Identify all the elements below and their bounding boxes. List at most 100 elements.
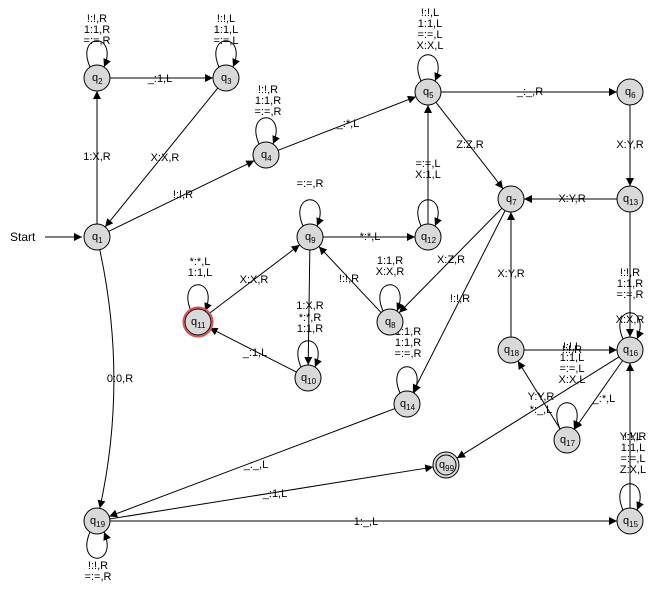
transition-q8-to-q8-loop (379, 284, 404, 312)
transition-label-line: 1:1,R (395, 337, 421, 349)
transition-label-line: =:=,R (297, 178, 324, 190)
state-letter: q (92, 231, 98, 243)
transition-q15-to-q16-label: Y:Y,R (620, 431, 647, 443)
transition-label-line: *:*,L (360, 231, 381, 243)
state-circle (296, 223, 324, 251)
transition-label-line: X:Y,R (616, 139, 643, 151)
state-circle (616, 78, 644, 106)
transition-label-line: _:_,L (243, 459, 268, 471)
state-subscript: 1 (98, 236, 103, 245)
state-label: q4 (261, 149, 272, 163)
state-subscript: 14 (406, 403, 415, 412)
state-label: q5 (423, 86, 434, 100)
transition-label-line: _:_,R (516, 86, 543, 98)
transition-label-line: !:!,L (563, 341, 581, 353)
transition-q1-to-q4-arrow (108, 160, 255, 232)
transition-label-line: !:!,R (339, 273, 359, 285)
state-circle (432, 451, 460, 479)
transition-label-line: X:X,L (559, 374, 586, 386)
state-subscript: 2 (98, 77, 103, 86)
state-subscript: 4 (267, 154, 272, 163)
state-subscript: 12 (427, 236, 436, 245)
state-label: q9 (305, 231, 316, 245)
transition-q17-to-q18-arrow (517, 360, 561, 430)
state-label: q7 (506, 193, 517, 207)
transition-label-line: 0:0,R (107, 373, 133, 385)
state-label: q2 (92, 72, 103, 86)
transition-q11-to-q9-label: X:X,R (240, 274, 269, 286)
transition-q7-to-q8-label: X:Z,R (437, 254, 465, 266)
transition-q10-to-q10-loop (297, 340, 322, 368)
state-q10: q10 (294, 364, 322, 392)
state-circle (616, 507, 644, 535)
transition-label-line: _:1,L (242, 347, 267, 359)
state-subscript: 17 (566, 439, 575, 448)
transition-label-line: 1:X,R (296, 300, 324, 312)
state-circle (616, 336, 644, 364)
state-label: q13 (623, 193, 639, 207)
state-q8: q8 (376, 308, 404, 336)
state-letter: q (301, 372, 307, 384)
state-q4: q4 (252, 141, 280, 169)
state-subscript: 16 (629, 349, 638, 358)
state-letter: q (261, 149, 267, 161)
transition-q16-to-q99-label: _:*,L (592, 393, 616, 405)
transition-q4-to-q5-arrow (277, 95, 417, 151)
state-circle (497, 336, 525, 364)
state-circle (376, 308, 404, 336)
transition-q8-to-q9-label: !:!,R (339, 273, 359, 285)
transition-label-line: X:Y,R (497, 268, 524, 280)
state-circle (212, 64, 240, 92)
state-subscript: 6 (631, 91, 636, 100)
transition-q19-to-q99-label: _:1,L (262, 488, 287, 500)
state-circle (414, 223, 442, 251)
transition-label-line: X:X,R (376, 266, 405, 278)
state-letter: q (385, 316, 391, 328)
transition-label-line: _:*,L (336, 118, 360, 130)
state-q9: q9 (296, 223, 324, 251)
transition-q9-to-q10-label: 1:X,R (296, 300, 324, 312)
transition-q7-to-q8-arrow (398, 207, 503, 314)
transition-q3-to-q3-loop (215, 40, 240, 68)
state-label: q18 (504, 344, 520, 358)
state-q7: q7 (497, 185, 525, 213)
transition-q17-to-q17-loop (556, 402, 581, 430)
transition-q1-to-q19-arrow (97, 249, 115, 509)
state-letter: q (221, 72, 227, 84)
state-letter: q (439, 459, 445, 471)
transition-q1-to-q4-label: !:!,R (173, 189, 193, 201)
transition-label-line: _:1,L (147, 73, 172, 85)
transition-label-line: 1:1,L (621, 442, 645, 454)
transition-q4-to-q4-loop (255, 117, 280, 145)
transition-q9-to-q10-arrow (304, 249, 313, 366)
transition-q2-to-q2-loop (86, 40, 111, 68)
transition-label-line: Z:Z,R (456, 139, 484, 151)
transition-q8-to-q9-arrow (318, 246, 382, 313)
state-letter: q (623, 193, 629, 205)
accepting-ring (435, 454, 457, 476)
state-circle (393, 390, 421, 418)
state-letter: q (400, 398, 406, 410)
transition-label-line: X:X,R (151, 152, 180, 164)
state-q19: q19 (83, 507, 111, 535)
transition-label-line: !:!,L (624, 431, 642, 443)
transition-q14-to-q19-arrow (108, 408, 396, 518)
transition-q10-to-q11-arrow (209, 327, 297, 373)
highlight-ring (182, 306, 214, 338)
state-letter: q (560, 434, 566, 446)
transition-q6-to-q13-label: X:Y,R (616, 139, 643, 151)
transition-label-line: =:=,R (395, 348, 422, 360)
transition-q9-to-q9-loop (299, 199, 324, 227)
state-q6: q6 (616, 78, 644, 106)
transition-q5-to-q6-label: _:_,R (516, 86, 543, 98)
transition-label-line: 1:X,R (83, 151, 111, 163)
state-label: q1 (92, 231, 103, 245)
state-q17: q17 (553, 426, 581, 454)
transition-q9-to-q12-label: *:*,L (360, 231, 381, 243)
